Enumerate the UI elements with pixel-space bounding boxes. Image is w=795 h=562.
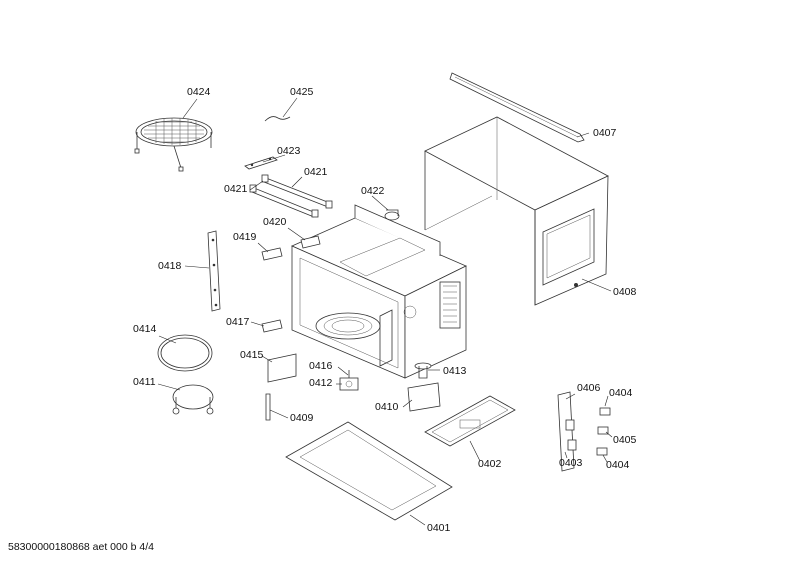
part-label-0419: 0419 bbox=[233, 231, 257, 243]
outer-casing-part bbox=[424, 116, 609, 306]
motor-part bbox=[339, 370, 359, 391]
switch-assembly-part bbox=[557, 391, 577, 472]
part-label-0409: 0409 bbox=[290, 412, 314, 424]
part-label-0401: 0401 bbox=[427, 522, 451, 534]
roller-support-part bbox=[172, 384, 214, 415]
leader-lines bbox=[157, 97, 613, 526]
side-bar-part bbox=[207, 230, 221, 312]
rod-part bbox=[265, 393, 271, 421]
tab-part bbox=[261, 247, 283, 261]
part-label-0418: 0418 bbox=[158, 260, 182, 272]
bottom-frame-part bbox=[285, 421, 453, 521]
part-label-0416: 0416 bbox=[309, 360, 333, 372]
part-label-0413: 0413 bbox=[443, 365, 467, 377]
part-label-0422: 0422 bbox=[361, 185, 385, 197]
part-label-0411: 0411 bbox=[133, 376, 156, 388]
part-label-0404-upper: 0404 bbox=[609, 387, 633, 399]
cover-plate-part bbox=[267, 353, 297, 383]
part-label-0421-left: 0421 bbox=[224, 183, 248, 195]
coupler-part bbox=[414, 362, 432, 379]
part-label-0402: 0402 bbox=[478, 458, 502, 470]
part-label-0408: 0408 bbox=[613, 286, 637, 298]
part-label-0407: 0407 bbox=[593, 127, 617, 139]
round-rack-part bbox=[134, 117, 213, 172]
tab-part bbox=[300, 235, 321, 249]
part-label-0424: 0424 bbox=[187, 86, 211, 98]
switch-part bbox=[599, 407, 611, 416]
part-label-0415: 0415 bbox=[240, 349, 264, 361]
part-label-0405: 0405 bbox=[613, 434, 637, 446]
heater-tubes-part bbox=[249, 174, 333, 218]
base-plate-part bbox=[424, 395, 516, 447]
part-label-0412: 0412 bbox=[309, 377, 333, 389]
part-label-0421-right: 0421 bbox=[304, 166, 328, 178]
top-strip-part bbox=[449, 72, 585, 143]
switch-part bbox=[596, 447, 608, 456]
sensor-part bbox=[384, 209, 400, 221]
part-label-0420: 0420 bbox=[263, 216, 287, 228]
lever-part bbox=[597, 426, 609, 435]
bracket-part bbox=[261, 319, 283, 333]
fan-cover-part bbox=[407, 382, 441, 412]
part-label-0423: 0423 bbox=[277, 145, 301, 157]
part-label-0404-lower: 0404 bbox=[606, 459, 630, 471]
oven-cavity-part bbox=[291, 204, 467, 379]
part-label-0425: 0425 bbox=[290, 86, 314, 98]
roller-ring-part bbox=[157, 334, 213, 372]
part-label-0403: 0403 bbox=[559, 457, 583, 469]
part-label-0417: 0417 bbox=[226, 316, 250, 328]
part-label-0406: 0406 bbox=[577, 382, 601, 394]
part-label-0410: 0410 bbox=[375, 401, 399, 413]
document-footer-code: 58300000180868 aet 000 b 4/4 bbox=[8, 541, 154, 553]
part-label-0414: 0414 bbox=[133, 323, 157, 335]
wire-clip-part bbox=[264, 116, 291, 122]
